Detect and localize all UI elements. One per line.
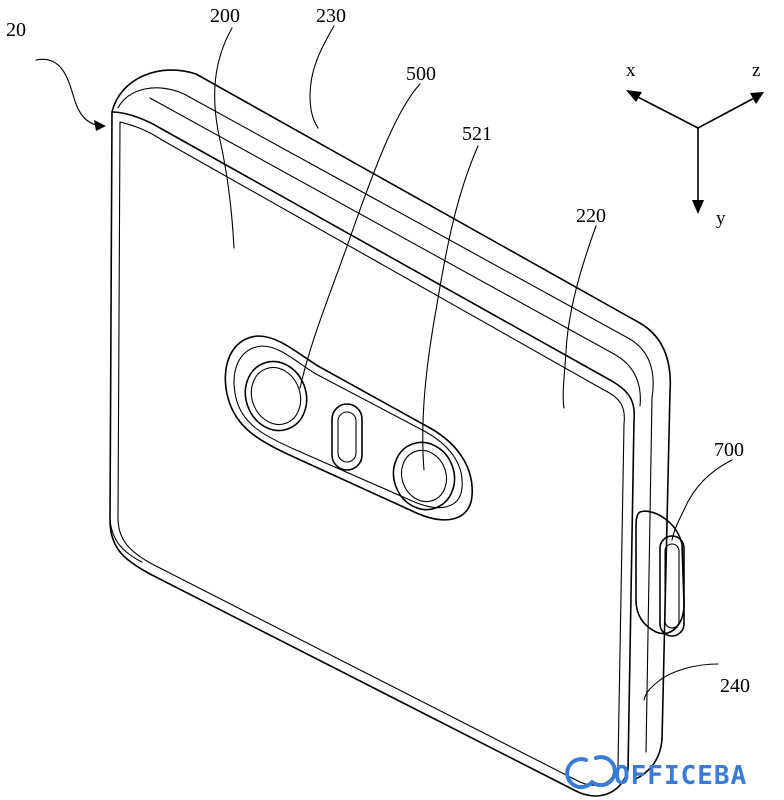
camera-deco-inner-ring	[233, 345, 463, 509]
label-camera-deco: 500	[406, 63, 436, 85]
device-body	[109, 69, 672, 797]
leader-240	[643, 663, 719, 701]
back-panel-outline	[109, 111, 636, 797]
frame-side-outer-edge	[633, 391, 671, 781]
watermark: OFFICEBA	[565, 755, 747, 791]
camera-decoration	[224, 335, 473, 521]
flash-slot	[331, 403, 363, 471]
side-port	[635, 510, 685, 637]
axis-z-label: z	[752, 60, 760, 81]
flash-slot-inner	[337, 411, 357, 463]
leader-700	[671, 459, 733, 541]
camera-lens-right-inner	[400, 449, 448, 503]
watermark-logo-icon	[565, 755, 617, 790]
axis-y-label: y	[716, 208, 726, 229]
camera-lens-right	[392, 441, 456, 511]
side-port-housing	[635, 510, 685, 635]
label-side-port: 700	[714, 439, 744, 461]
label-lens: 521	[462, 123, 492, 145]
side-port-opening-inner	[664, 543, 680, 629]
coordinate-axes: x z y	[626, 60, 764, 229]
reference-numerals: 20 200 230 500 521 220 700 240	[6, 5, 750, 697]
label-frame-side: 240	[720, 675, 750, 697]
frame-bottom-edge	[109, 519, 143, 563]
leader-521	[422, 145, 479, 471]
axis-z-arrowhead	[750, 92, 764, 104]
leader-20-arrowhead	[94, 120, 106, 131]
axis-x-line	[631, 93, 699, 129]
axis-x-label: x	[626, 60, 636, 81]
label-back-face: 220	[576, 205, 606, 227]
axis-y-arrowhead	[692, 200, 704, 214]
frame-top-inner-edge	[117, 87, 654, 399]
back-panel-inner-outline	[117, 121, 625, 786]
leader-lines	[35, 25, 733, 701]
axis-x-arrowhead	[626, 90, 642, 102]
label-back-panel: 200	[210, 5, 240, 27]
watermark-text: OFFICEBA	[614, 761, 747, 791]
frame-top-bevel-edge	[149, 97, 641, 407]
leader-20	[35, 58, 105, 127]
axis-z-line	[697, 95, 759, 129]
leader-200	[214, 27, 235, 249]
side-port-opening	[659, 535, 685, 637]
frame-side-inner-edge	[645, 397, 653, 753]
label-device: 20	[6, 19, 26, 41]
leader-230	[309, 25, 335, 129]
camera-deco-outer-ring	[224, 335, 473, 521]
leader-500	[299, 83, 421, 389]
camera-lens-left	[244, 360, 308, 432]
camera-lens-left-inner	[250, 366, 302, 426]
leader-220	[562, 225, 597, 409]
label-frame-top: 230	[316, 5, 346, 27]
frame-top-outer-edge	[111, 69, 672, 393]
